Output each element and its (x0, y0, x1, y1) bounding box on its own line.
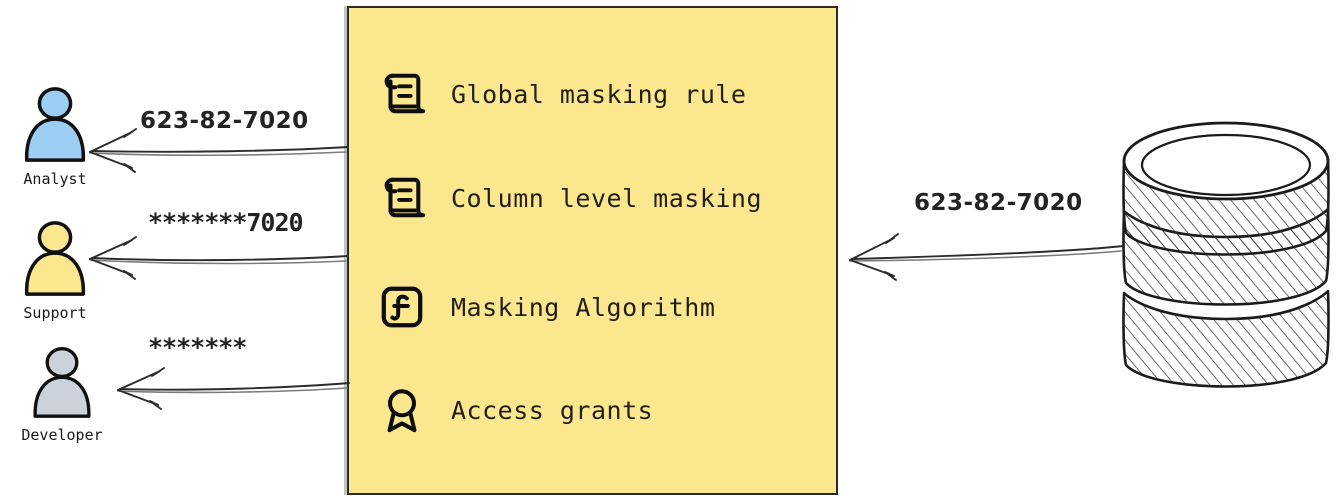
arrow-database-to-panel: 623-82-7020 (838, 190, 1128, 285)
arrow-label-source-value: 623-82-7020 (914, 190, 1083, 216)
arrow-label-support-value: *******7020 (148, 208, 304, 237)
scroll-icon (379, 70, 426, 118)
consumer-developer[interactable]: Developer (0, 344, 124, 444)
consumer-label: Analyst (23, 170, 87, 188)
person-icon (0, 344, 124, 424)
policy-row[interactable]: Column level masking (379, 174, 762, 222)
scroll-icon (379, 174, 426, 222)
person-icon (0, 84, 110, 168)
arrow-label-developer-value: ******* (148, 333, 247, 362)
policy-row[interactable]: Masking Algorithm (379, 283, 715, 331)
arrow-panel-to-support: *******7020 (82, 208, 352, 288)
function-icon (379, 283, 425, 331)
policy-row-label: Column level masking (451, 183, 763, 213)
policy-row[interactable]: Global masking rule (379, 70, 746, 118)
database-icon (1112, 115, 1340, 405)
person-icon (0, 218, 110, 302)
policy-row-label: Masking Algorithm (451, 292, 716, 322)
consumer-analyst[interactable]: Analyst (0, 84, 110, 188)
consumer-support[interactable]: Support (0, 218, 110, 322)
award-icon (379, 386, 425, 434)
policy-row-label: Access grants (451, 395, 654, 425)
consumer-label: Support (23, 304, 87, 322)
policy-panel: Global masking rule Column level masking (347, 6, 838, 495)
arrow-panel-to-analyst: 623-82-7020 (82, 108, 352, 188)
policy-row-label: Global masking rule (451, 79, 747, 109)
arrow-panel-to-developer: ******* (108, 333, 353, 413)
arrow-label-analyst-value: 623-82-7020 (140, 108, 309, 134)
consumer-label: Developer (21, 426, 103, 444)
policy-row[interactable]: Access grants (379, 386, 653, 434)
